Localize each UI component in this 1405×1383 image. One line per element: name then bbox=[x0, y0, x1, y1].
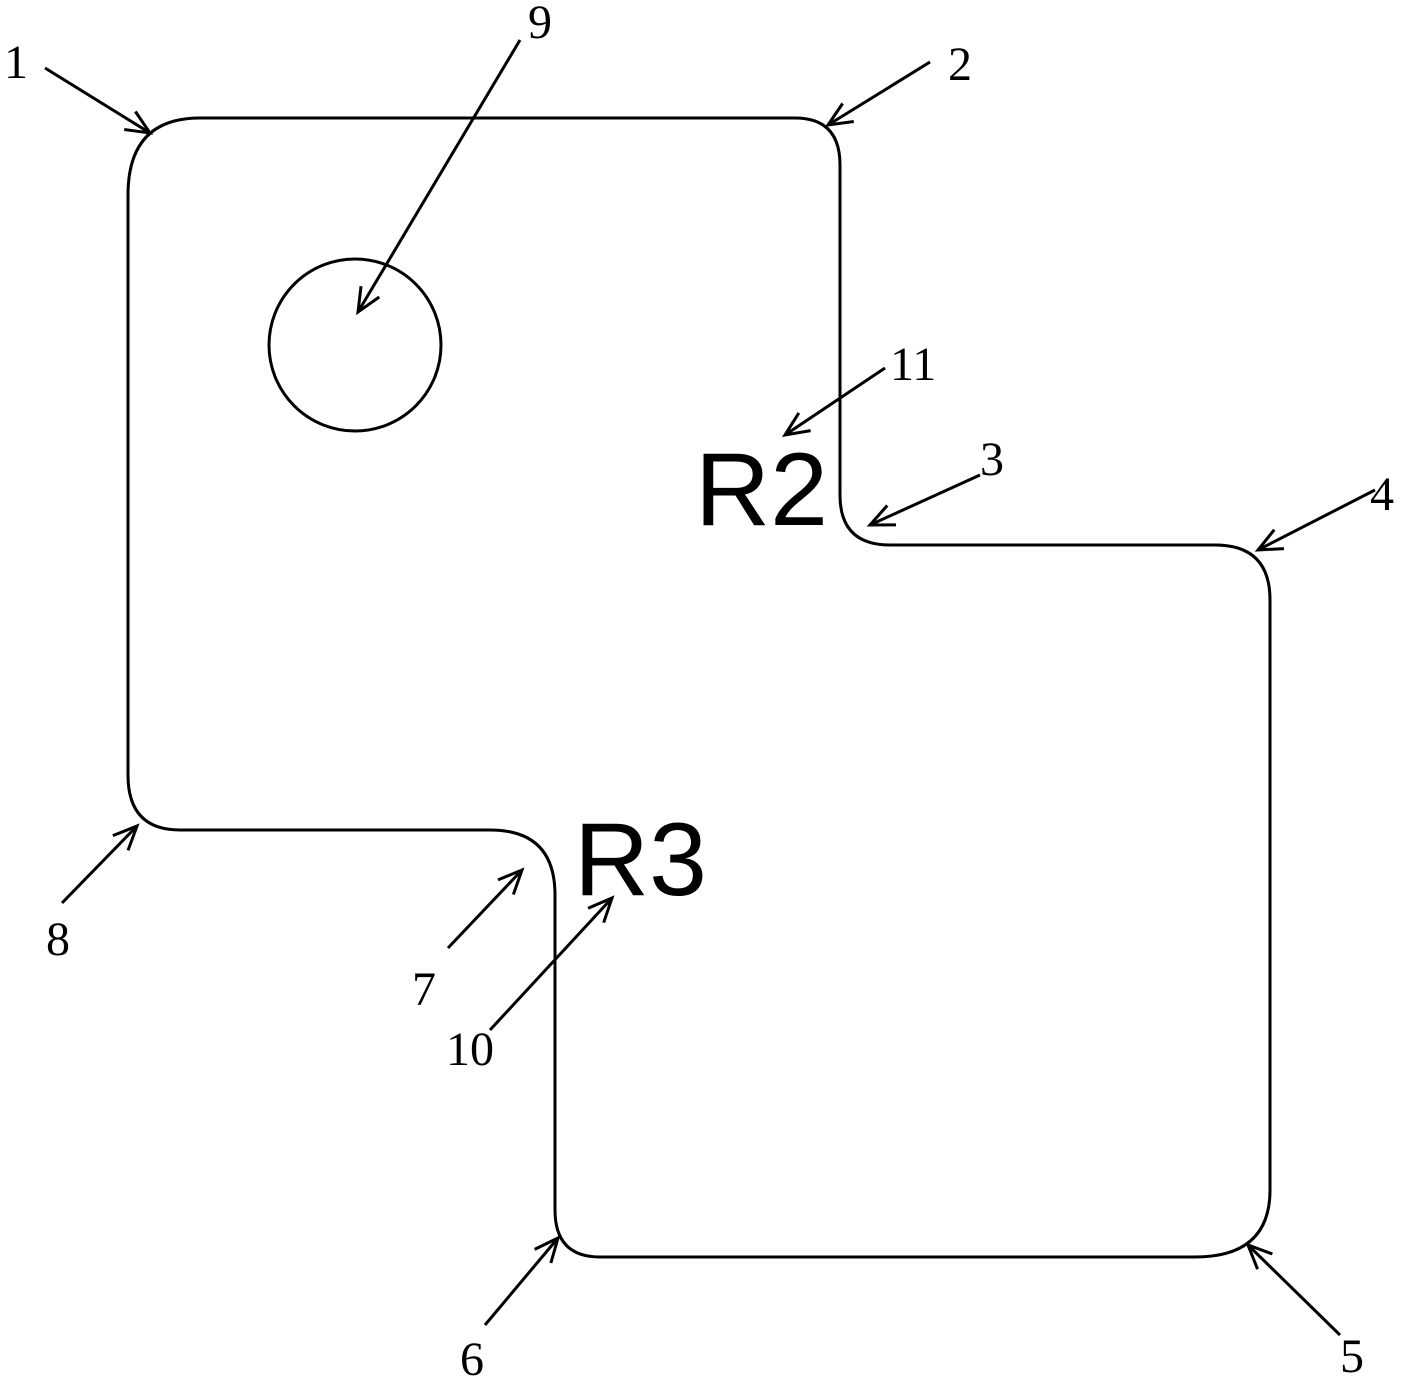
part-outline bbox=[126, 116, 1272, 1259]
label-2: 2 bbox=[948, 38, 972, 91]
arrow-6 bbox=[483, 1235, 561, 1326]
label-4: 4 bbox=[1370, 468, 1394, 521]
label-5: 5 bbox=[1340, 1330, 1364, 1383]
radius-label-r2: R2 bbox=[695, 432, 828, 548]
radius-label-r3: R3 bbox=[574, 802, 707, 918]
arrow-1 bbox=[44, 66, 154, 135]
label-6: 6 bbox=[460, 1333, 484, 1383]
hole bbox=[267, 257, 443, 433]
label-7: 7 bbox=[412, 963, 436, 1016]
arrow-5 bbox=[1245, 1242, 1342, 1337]
arrow-7 bbox=[446, 867, 525, 950]
arrow-10 bbox=[488, 895, 615, 1032]
arrow-4 bbox=[1254, 488, 1376, 552]
label-3: 3 bbox=[980, 433, 1004, 486]
label-11: 11 bbox=[890, 338, 936, 391]
arrow-3 bbox=[866, 473, 981, 527]
arrow-11 bbox=[781, 366, 886, 438]
arrow-2 bbox=[824, 60, 931, 127]
arrow-9 bbox=[356, 39, 522, 316]
label-1: 1 bbox=[4, 36, 28, 89]
arrow-8 bbox=[60, 823, 140, 905]
label-9: 9 bbox=[528, 0, 552, 49]
label-10: 10 bbox=[446, 1023, 494, 1076]
label-8: 8 bbox=[46, 913, 70, 966]
